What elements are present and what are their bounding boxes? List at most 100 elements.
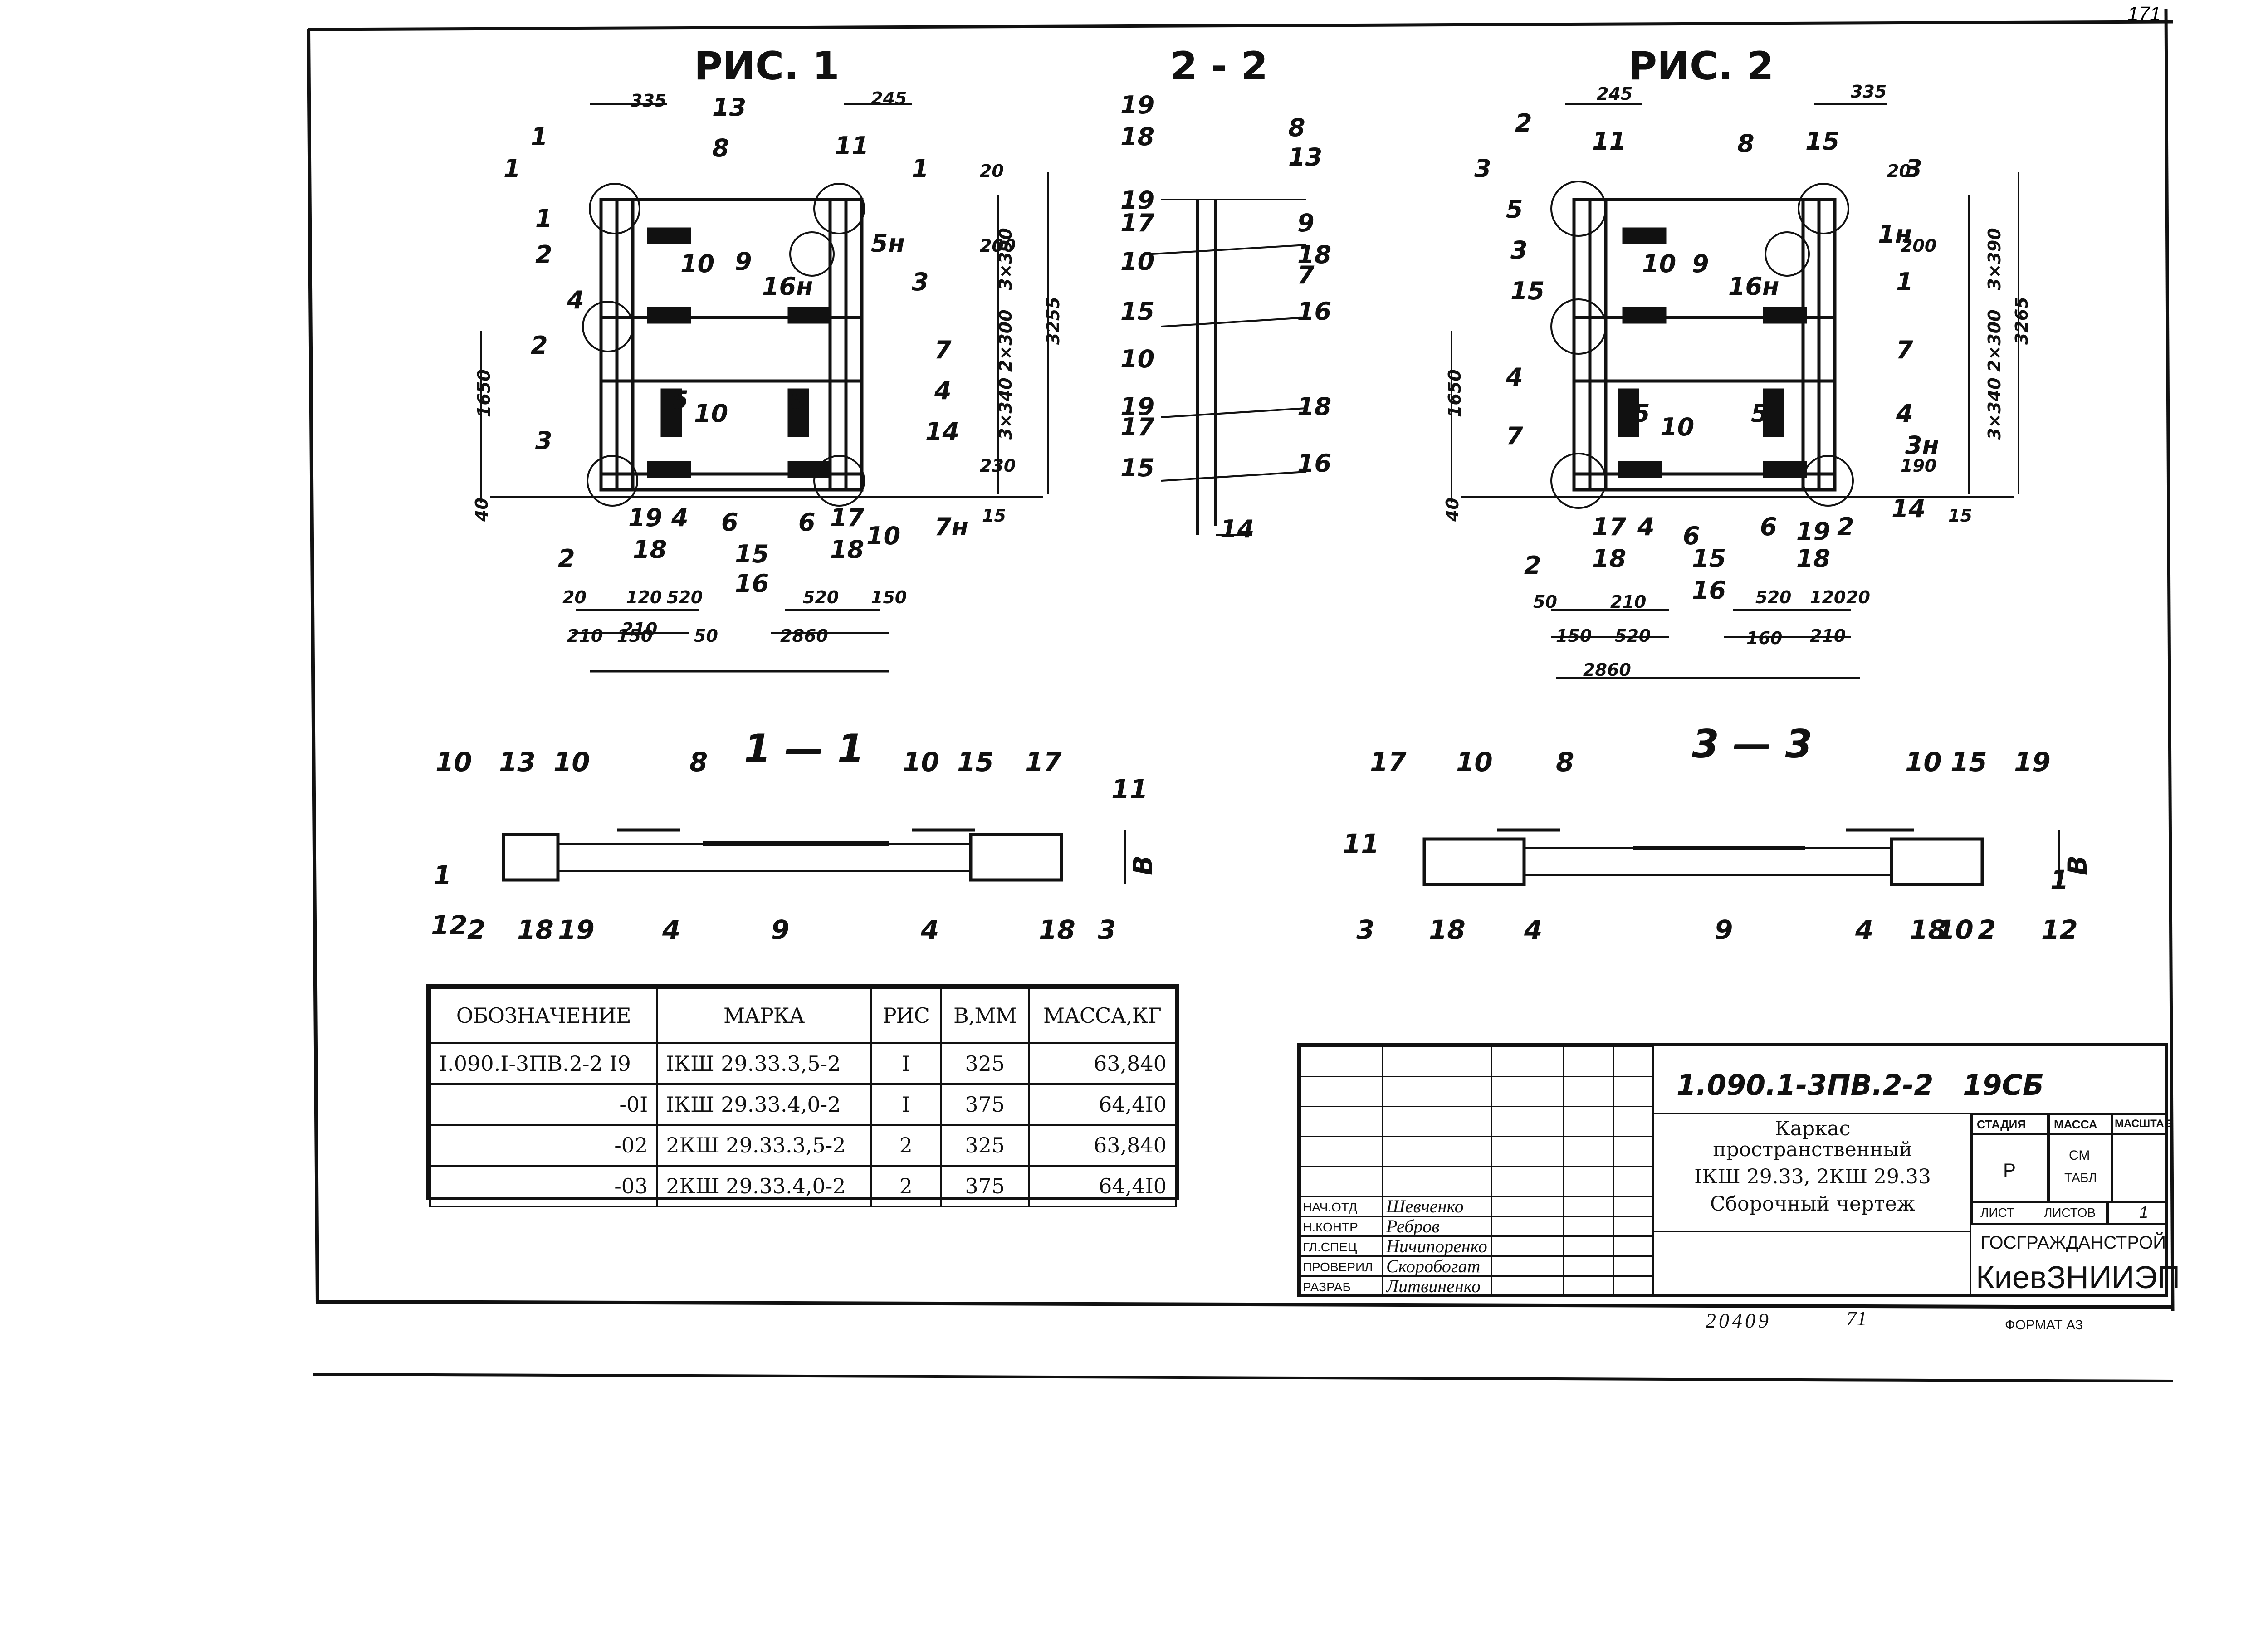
fig1-dim-label: 520 [803,587,839,607]
spec-col-mass: МАССА,КГ [1027,987,1177,1044]
sec33-callout-label: 10 [1937,914,1974,945]
sig-role: ГЛ.СПЕЦ [1303,1240,1357,1254]
sec11-callout-label: 3 [1098,914,1116,945]
fig2-callout-label: 2 [1524,551,1541,580]
fig1-callout-label: 1 [535,204,552,233]
sec11-callout-label: 4 [662,914,680,945]
sig-name: Шевченко [1386,1196,1464,1216]
fig1-callout-label: 6 [721,508,738,537]
fig1-callout-label: 16 [735,569,769,598]
title-line-1: Каркас [1774,1117,1851,1140]
fig1-callout-label: 2 [558,544,575,573]
fig2-callout-label: 1н [1878,220,1912,249]
fig1-callout-label: 5 [789,386,807,414]
sec33-callout-label: 18 [1429,914,1466,945]
fig1-dim-label: 15 [982,506,1006,526]
fig2-dim-label: 3265 [2012,297,2032,345]
scale-label: МАСШТАБ [2115,1118,2172,1130]
fig1-callout-label: 4 [567,286,584,314]
fig2-dim-label: 2×300 [1984,309,2004,372]
fig1-dim-label: 2860 [780,626,828,646]
fig1-dim-label: 230 [980,456,1016,476]
sec22-callout-label: 18 [1297,392,1331,421]
title-line-3: IКШ 29.33, 2КШ 29.33 [1694,1165,1931,1188]
sec33-callout-label: 11 [1343,828,1379,859]
fig1-callout-label: 13 [712,93,746,122]
spec-col-designation: ОБОЗНАЧЕНИЕ [429,987,658,1044]
fig1-dim-label: 3×390 [996,228,1016,290]
fig2-callout-label: 3 [1905,154,1922,183]
footer-page: 71 [1846,1307,1867,1330]
fig1-callout-label: 14 [925,417,959,446]
fig1-plan: РИС. 1 [480,44,1049,673]
fig2-title: РИС. 2 [1628,44,1774,89]
sec22-callout-label: 15 [1120,297,1154,326]
sec33-callout-label: 4 [1524,914,1542,945]
fig1-dim-label: 210 [621,619,657,639]
sec11-callout-label: 15 [957,747,994,777]
frame [307,9,2175,1382]
fig1-callout-label: 1 [912,154,929,183]
signature-grid [1300,1046,1654,1297]
table-row: -02 2КШ 29.33.3,5-2 2 325 63,840 [429,1124,1177,1167]
spec-col-mark: МАРКА [656,987,872,1044]
fig2-plan: РИС. 2 [1451,44,2019,679]
stage-label: СТАДИЯ [1977,1118,2026,1131]
fig2-callout-label: 16 [1692,576,1726,605]
sec33-callout-label: 8 [1556,747,1574,777]
doc-title: Каркас пространственный IКШ 29.33, 2КШ 2… [1654,1118,1971,1215]
fig2-callout-label: 18 [1796,544,1830,573]
sec33-callout-label: 10 [1456,747,1493,777]
fig2-callout-label: 7 [1506,422,1523,450]
fig1-callout-label: 4 [934,376,952,405]
spec-col-fig: РИС [870,987,942,1044]
fig1-dim-label: 40 [472,498,492,522]
table-row: -03 2КШ 29.33.4,0-2 2 375 64,4I0 [429,1165,1177,1207]
spec-cell: 325 [940,1042,1030,1085]
sec11-callout-label: 10 [435,747,472,777]
fig1-callout-label: 7 [934,336,952,364]
sig-name: Ничипоренко [1386,1236,1487,1256]
fig1-dim-label: 150 [871,587,907,607]
sec11-callout-label: 9 [771,914,789,945]
fig1-callout-label: 1 [503,154,521,183]
fig2-callout-label: 5 [1506,195,1523,224]
sec33-callout-label: 18 [1910,914,1946,945]
spec-cell: 375 [940,1083,1030,1126]
spec-cell: 63,840 [1027,1042,1177,1085]
sec11-callout-label: 12 [431,910,468,941]
fig2-dim-label: 210 [1610,592,1646,612]
fig2-callout-label: 1 [1896,268,1913,296]
sec11-callout-label: 8 [689,747,708,777]
fig1-callout-label: 10 [866,522,900,550]
title-block: НАЧ.ОТД Шевченко Н.КОНТР Ребров ГЛ.СПЕЦ … [1297,1043,2180,1297]
fig2-callout-label: 16н [1728,272,1779,301]
spec-col-b: В,ММ [940,987,1030,1044]
sec22-callout-label: 19 [1120,186,1154,215]
fig2-dim-label: 160 [1746,628,1782,648]
sig-role: ПРОВЕРИЛ [1303,1260,1373,1274]
spec-cell: IКШ 29.33.3,5-2 [656,1042,872,1085]
fig1-callout-label: 5 [671,386,689,414]
fig2-dim-label: 15 [1948,506,1972,526]
spec-cell: 325 [940,1124,1030,1167]
sec11-callout-label: 19 [558,914,595,945]
spec-cell: 2 [870,1165,942,1207]
fig1-dim-label: 3×340 [996,377,1016,440]
fig1-dim-label: 50 [694,626,718,646]
sec33-title: 3 — 3 [1692,722,1813,767]
fig2-callout-label: 3н [1905,431,1939,459]
fig1-callout-label: 10 [694,399,728,428]
sec33-callout-label: 9 [1715,914,1733,945]
fig2-callout-label: 6 [1683,522,1700,550]
sec11-callout-label: 18 [517,914,554,945]
fig2-dim-label: 190 [1901,456,1936,476]
fig1-callout-label: 2 [535,240,552,269]
fig2-callout-label: 15 [1692,544,1726,573]
fig2-callout-label: 7 [1896,336,1913,364]
sec22-callout-label: 10 [1120,345,1154,373]
section-3-3: 3 — 3 [1422,722,2060,889]
fig1-callout-label: 15 [735,540,769,568]
